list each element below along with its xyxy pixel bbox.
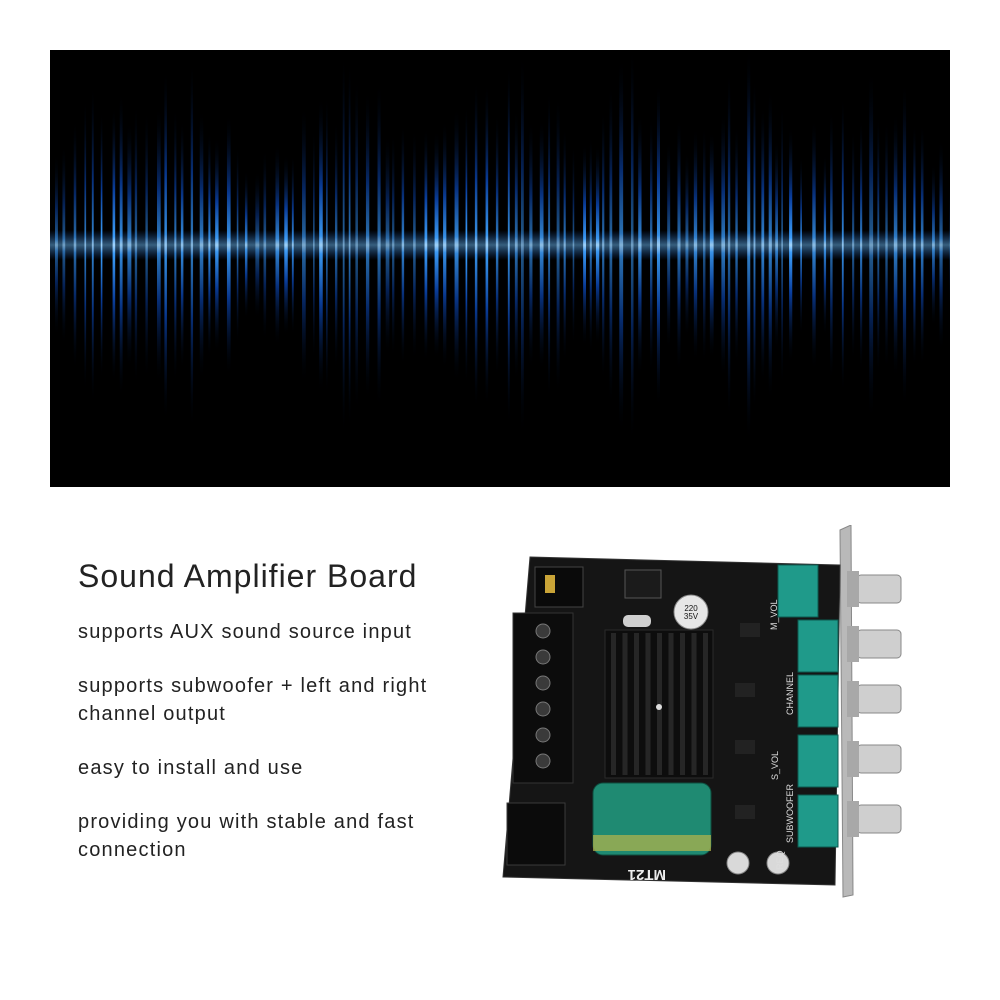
- channel-label: CHANNEL: [785, 672, 795, 715]
- feature-subwoofer-output: supports subwoofer + left and right chan…: [78, 675, 428, 725]
- subwoofer-label: SUBWOOFER: [785, 783, 795, 843]
- heatsink: [604, 629, 714, 779]
- volume-knob[interactable]: [856, 629, 902, 659]
- potentiometer: [797, 674, 839, 728]
- m-vol-label: M_VOL: [769, 599, 779, 630]
- volume-knob[interactable]: [856, 684, 902, 714]
- board-model-label: MT21: [628, 866, 666, 883]
- heatsink-fin: [611, 633, 616, 775]
- op-amp-ic: [735, 683, 755, 697]
- knob-nut: [847, 801, 859, 837]
- product-description: Sound Amplifier Board supports AUX sound…: [78, 556, 498, 890]
- heatsink-fin: [657, 633, 662, 775]
- potentiometer: [777, 564, 819, 618]
- knob-nut: [847, 571, 859, 607]
- knob-nut: [847, 626, 859, 662]
- small-capacitor: [726, 851, 750, 875]
- large-green-capacitor: [592, 782, 712, 856]
- feature-easy-install: easy to install and use: [78, 757, 304, 779]
- heatsink-fin: [691, 633, 697, 775]
- crystal: [623, 615, 651, 627]
- terminal-screw: [535, 675, 551, 691]
- volume-knob[interactable]: [856, 744, 902, 774]
- s-vol-label: S_VOL: [770, 751, 780, 780]
- potentiometer: [797, 619, 839, 673]
- knob-nut: [847, 741, 859, 777]
- potentiometer: [797, 794, 839, 848]
- terminal-screw: [535, 649, 551, 665]
- sound-wave-banner: [50, 50, 950, 487]
- dc-power-jack: [506, 802, 566, 866]
- terminal-screw: [535, 727, 551, 743]
- heatsink-fin: [634, 633, 639, 775]
- heatsink-fin: [703, 633, 708, 775]
- heatsink-fin: [645, 633, 651, 775]
- capacitor-220uf: [673, 594, 709, 630]
- volume-knob[interactable]: [856, 574, 902, 604]
- aux-jack: [534, 566, 584, 608]
- feature-aux-input: supports AUX sound source input: [78, 621, 413, 643]
- screw-terminal-block: [512, 612, 574, 784]
- terminal-screw: [535, 753, 551, 769]
- feature-stable-connection: providing you with stable and fast conne…: [78, 811, 415, 861]
- terminal-screw: [535, 623, 551, 639]
- wave-center-glow: [50, 230, 950, 260]
- potentiometer: [797, 734, 839, 788]
- op-amp-ic: [735, 740, 755, 754]
- op-amp-ic: [740, 623, 760, 637]
- product-title: Sound Amplifier Board: [78, 558, 418, 594]
- small-capacitor: [766, 851, 790, 875]
- chip: [624, 569, 662, 599]
- sound-wave-graphic: [50, 50, 950, 445]
- heatsink-fin: [668, 633, 674, 775]
- heatsink-fin: [622, 633, 628, 775]
- terminal-screw: [535, 701, 551, 717]
- op-amp-ic: [735, 805, 755, 819]
- knob-nut: [847, 681, 859, 717]
- req-label: REQ: [775, 850, 785, 870]
- heatsink-fin: [680, 633, 685, 775]
- volume-knob[interactable]: [856, 804, 902, 834]
